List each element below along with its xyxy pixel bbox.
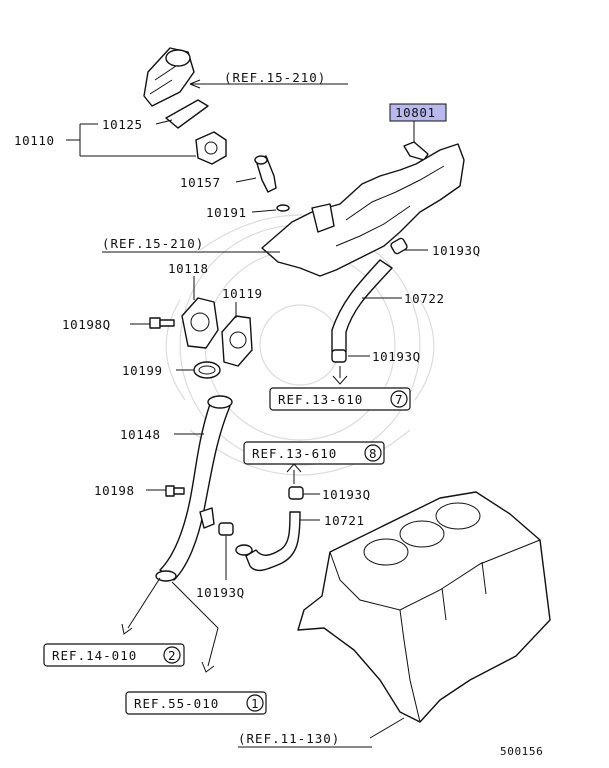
label-10198: 10198 [94,483,135,498]
leader-ref11-130 [369,717,405,739]
label-10148: 10148 [120,427,161,442]
hose-10721 [218,486,304,572]
ref-13-610-7-text: REF.13-610 [278,392,363,407]
label-10118: 10118 [168,261,209,276]
ref-14-010-num: 2 [168,648,177,663]
diagram-id: 500156 [500,745,543,758]
label-10193q-a: 10193Q [432,243,481,258]
leader-10110 [66,123,196,157]
label-10110: 10110 [14,133,55,148]
ref-55-010-box[interactable]: REF.55-010 1 [125,691,267,715]
gasket-10191 [276,204,290,212]
label-10198q: 10198Q [62,317,111,332]
leader-ref55-010 [171,581,219,673]
sensor-10801 [403,141,429,161]
label-10193q-b: 10193Q [372,349,421,364]
ref-15-210-top: (REF.15-210) [224,70,326,85]
water-inlet-fitting-10118 [181,297,219,349]
hose-10722 [331,237,408,363]
arrow-ref13-610-7 [332,366,348,385]
thermostat-gasket [165,99,209,129]
label-10199: 10199 [122,363,163,378]
water-pipe-10148 [155,395,233,582]
cylinder-block [297,491,551,723]
leader-10125 [155,119,173,125]
label-10193q-d: 10193Q [196,585,245,600]
leader-10157 [235,177,257,183]
water-outlet-fitting [261,143,465,277]
leader-10191 [251,209,277,213]
label-10125: 10125 [102,117,143,132]
ref-14-010-box[interactable]: REF.14-010 2 [43,643,185,667]
thermostat [195,131,227,165]
ref-55-010-num: 1 [251,696,260,711]
ref-13-610-8-num: 8 [369,446,378,461]
label-10119: 10119 [222,286,263,301]
ref-13-610-8-text: REF.13-610 [252,446,337,461]
leader-ref15-top [189,79,348,89]
ref-11-130: (REF.11-130) [238,731,340,746]
ref-13-610-8-box[interactable]: REF.13-610 8 [243,441,385,465]
label-10191: 10191 [206,205,247,220]
ref-55-010-text: REF.55-010 [134,696,219,711]
label-10193q-c: 10193Q [322,487,371,502]
ref-13-610-7-num: 7 [395,392,404,407]
o-ring-10199 [193,361,221,379]
leader-ref14-010 [121,577,161,635]
ref-13-610-7-box[interactable]: REF.13-610 7 [269,387,411,411]
label-10801[interactable]: 10801 [395,105,436,120]
label-10157: 10157 [180,175,221,190]
ref-14-010-text: REF.14-010 [52,648,137,663]
thermostat-cover [143,47,195,107]
bolt-10198 [165,485,185,497]
gasket-10119 [221,315,253,367]
highlight-10801 [389,103,447,122]
bolt-10198q [149,317,175,329]
ref-15-210-mid: (REF.15-210) [102,236,204,251]
water-temp-sensor-10157 [254,155,277,193]
label-10722: 10722 [404,291,445,306]
label-10721: 10721 [324,513,365,528]
